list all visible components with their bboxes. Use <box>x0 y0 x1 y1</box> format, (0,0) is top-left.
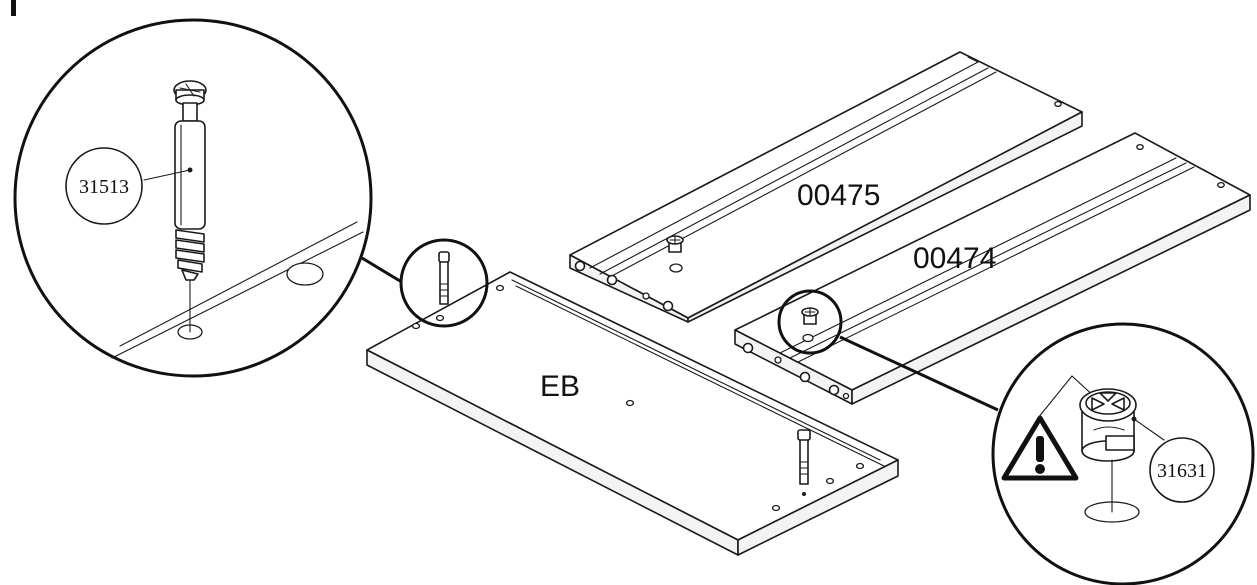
cam-fitting-small-lower <box>801 307 819 325</box>
cam-lock-31631 <box>1079 388 1137 462</box>
step-marker <box>11 0 16 16</box>
cam-fitting-small-upper <box>666 235 684 253</box>
leader-left <box>361 256 401 283</box>
panel-eb <box>366 238 899 556</box>
part-number-31513: 31513 <box>79 176 129 198</box>
panel-00475 <box>569 51 1083 323</box>
label-00475: 00475 <box>797 179 880 212</box>
panel-00474 <box>734 132 1251 405</box>
leader-right <box>839 335 999 412</box>
cam-bolt-small-detail <box>438 251 450 305</box>
warning-icon <box>1001 415 1079 481</box>
bolt-31513 <box>173 80 207 281</box>
detail-cam-31631: 31631 <box>991 322 1255 585</box>
detail-bolt-31513: 31513 <box>13 18 373 378</box>
label-00474: 00474 <box>913 242 996 275</box>
part-number-31631: 31631 <box>1157 460 1207 482</box>
label-eb: EB <box>540 370 580 403</box>
cam-bolt-on-panel <box>797 429 811 485</box>
